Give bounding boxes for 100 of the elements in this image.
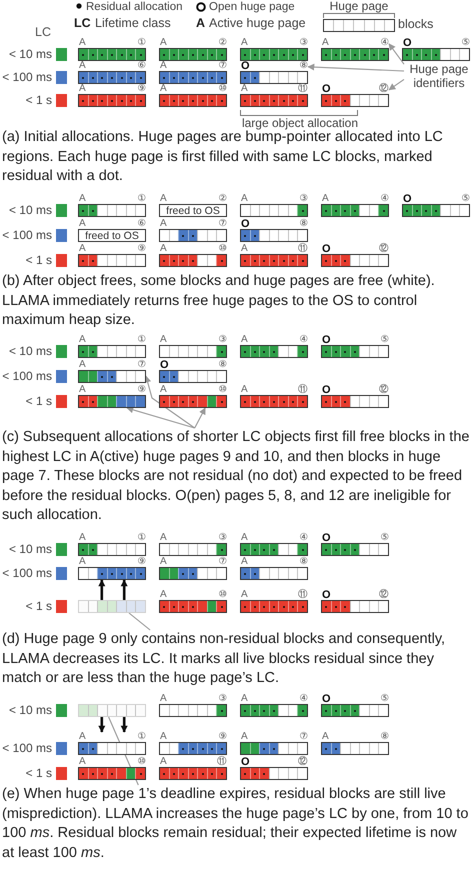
page-number: ⑫ [379, 244, 389, 254]
huge-page [321, 194, 389, 217]
page-status: A [78, 757, 86, 767]
page-status: O [321, 385, 331, 395]
page-number: ⑩ [218, 590, 227, 600]
page-number: ③ [299, 38, 308, 48]
arrow [388, 78, 404, 90]
page-status: A [240, 335, 248, 345]
freed-label: freed to OS [166, 205, 220, 216]
key-letter: A [196, 16, 206, 30]
page-status: O [402, 194, 412, 204]
row-label: < 100 ms [1, 742, 52, 755]
huge-page [240, 244, 308, 267]
huge-page [159, 557, 227, 580]
freed-label: freed to OS [85, 230, 139, 241]
row-label: < 1 s [24, 767, 52, 780]
page-number: ⑩ [218, 84, 227, 94]
huge-page [321, 244, 389, 267]
caption-text: (e) When huge page 1’s deadline expires, residual blocks are still live (misprediction). LLAMA increases the huge page’s LC by one, from 10 to 100 ms. Residual blocks remain residual; their expected lifetime is now at least 100 ms. [2, 785, 472, 863]
row-label: < 100 ms [1, 370, 52, 383]
page-status: A [78, 219, 86, 229]
page-status: A [78, 557, 86, 567]
arrow [144, 375, 196, 428]
page-status: O [321, 244, 331, 254]
page-number: ⑫ [379, 385, 389, 395]
huge-page [159, 533, 227, 556]
column-header: LC [34, 26, 52, 38]
page-status: O [240, 61, 250, 71]
page-number: ⑤ [380, 335, 389, 345]
page-number: ⑧ [299, 557, 308, 567]
page-number: ⑫ [298, 757, 308, 767]
huge-page [78, 385, 146, 408]
huge-page [240, 590, 308, 613]
arrow [307, 64, 404, 72]
page-number: ③ [299, 194, 308, 204]
page-number: ④ [299, 694, 308, 704]
caption-text: (c) Subsequent allocations of shorter LC objects first fill free blocks in the highest LC in A(ctive) huge pages 9 and 10, and then blocks in huge page 7. These blocks are not residual (no dot) and expected to be freed before the residual blocks. O(pen) pages 5, 8, and 12 are ineligible for such allocation. [2, 428, 472, 526]
page-number: ⑩ [218, 244, 227, 254]
page-status: A [240, 194, 248, 204]
page-status: A [78, 360, 86, 370]
row-label: < 10 ms [8, 543, 52, 556]
page-status: A [240, 694, 248, 704]
huge-page [402, 38, 470, 61]
page-number: ③ [218, 694, 227, 704]
page-number: ⑫ [379, 590, 389, 600]
huge-page [159, 194, 227, 217]
huge-page [321, 335, 389, 358]
huge-page [159, 694, 227, 717]
huge-page [240, 84, 308, 107]
page-status: A [321, 194, 329, 204]
page-status: A [240, 732, 248, 742]
legend-text: Open huge page [209, 0, 295, 14]
row-label: < 1 s [24, 395, 52, 408]
row-label: < 100 ms [1, 229, 52, 242]
page-number: ④ [380, 194, 389, 204]
key-letter: LC [74, 16, 91, 30]
bracket-label: large object allocation [240, 117, 360, 130]
page-number: ⑤ [461, 194, 470, 204]
page-status: A [321, 732, 329, 742]
page-number: ② [218, 38, 227, 48]
arrow [98, 579, 106, 600]
huge-page [159, 732, 227, 755]
huge-page [78, 244, 146, 267]
huge-page [78, 557, 146, 580]
huge-page [321, 385, 389, 408]
page-number: ③ [218, 335, 227, 345]
page-status: A [159, 335, 167, 345]
huge-page [240, 557, 308, 580]
row-label: < 10 ms [8, 345, 52, 358]
page-number: ⑪ [298, 590, 308, 600]
page-number: ⑨ [137, 244, 146, 254]
row-label: < 1 s [24, 254, 52, 267]
huge-page [240, 61, 308, 84]
row-label: < 100 ms [1, 71, 52, 84]
arrow [98, 717, 106, 733]
page-status: A [78, 533, 86, 543]
page-number: ⑨ [137, 385, 146, 395]
page-status: A [159, 219, 167, 229]
page-number: ③ [218, 533, 227, 543]
page-status: A [321, 38, 329, 48]
huge-page [159, 360, 227, 383]
huge-page [240, 533, 308, 556]
page-number: ④ [299, 335, 308, 345]
page-status: A [159, 194, 167, 204]
huge-page [159, 61, 227, 84]
caption-text: (d) Huge page 9 only contains non-residual blocks and consequently, LLAMA decreases its LC. It marks all live blocks residual since they match or are less than the huge page’s LC. [2, 630, 472, 688]
page-status: A [78, 335, 86, 345]
page-status: A [159, 732, 167, 742]
huge-page [240, 38, 308, 61]
page-status: A [159, 757, 167, 767]
huge-page [240, 219, 308, 242]
page-status: A [78, 84, 86, 94]
arrow [126, 406, 195, 429]
huge-page [78, 194, 146, 217]
huge-page [159, 244, 227, 267]
page-status: A [159, 694, 167, 704]
page-number: ⑪ [298, 244, 308, 254]
huge-page [321, 694, 389, 717]
huge-page [78, 360, 146, 383]
page-status: A [240, 244, 248, 254]
